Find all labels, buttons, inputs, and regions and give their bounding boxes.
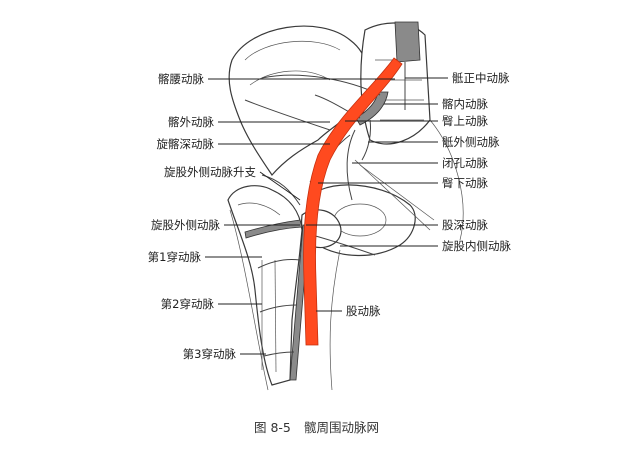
right-leader-lines xyxy=(306,77,448,312)
label-superior-gluteal-artery: 臀上动脉 xyxy=(442,114,488,128)
label-first-perforating-artery: 第1穿动脉 xyxy=(148,250,202,264)
label-obturator-artery: 闭孔动脉 xyxy=(442,156,488,170)
label-second-perforating-artery: 第2穿动脉 xyxy=(161,297,215,311)
label-internal-iliac-artery: 髂内动脉 xyxy=(442,97,488,111)
label-lateral-femoral-circumflex-ascending: 旋股外侧动脉升支 xyxy=(164,165,256,179)
label-third-perforating-artery: 第3穿动脉 xyxy=(183,347,237,361)
label-medial-femoral-circumflex-artery: 旋股内侧动脉 xyxy=(442,239,511,253)
label-lateral-femoral-circumflex-artery: 旋股外侧动脉 xyxy=(151,218,220,232)
label-deep-circumflex-iliac-artery: 旋髂深动脉 xyxy=(157,137,215,151)
label-iliolumbar-artery: 髂腰动脉 xyxy=(158,72,204,86)
figure-caption: 图 8-5 髋周围动脉网 xyxy=(254,420,379,435)
label-median-sacral-artery: 骶正中动脉 xyxy=(452,71,510,85)
left-leader-lines xyxy=(205,78,395,355)
label-femoral-artery: 股动脉 xyxy=(346,304,381,318)
label-deep-femoral-artery: 股深动脉 xyxy=(442,218,488,232)
right-labels: 骶正中动脉 髂内动脉 臀上动脉 骶外侧动脉 闭孔动脉 臀下动脉 股深动脉 旋股内… xyxy=(346,71,511,318)
caption-title: 髋周围动脉网 xyxy=(304,420,379,435)
label-lateral-sacral-artery: 骶外侧动脉 xyxy=(442,135,500,149)
femur-outline xyxy=(227,185,342,391)
label-inferior-gluteal-artery: 臀下动脉 xyxy=(442,176,488,190)
label-external-iliac-artery: 髂外动脉 xyxy=(168,115,214,129)
caption-number: 图 8-5 xyxy=(254,420,291,435)
left-labels: 髂腰动脉 髂外动脉 旋髂深动脉 旋股外侧动脉升支 旋股外侧动脉 第1穿动脉 第2… xyxy=(148,72,257,361)
highlighted-artery xyxy=(303,57,403,346)
